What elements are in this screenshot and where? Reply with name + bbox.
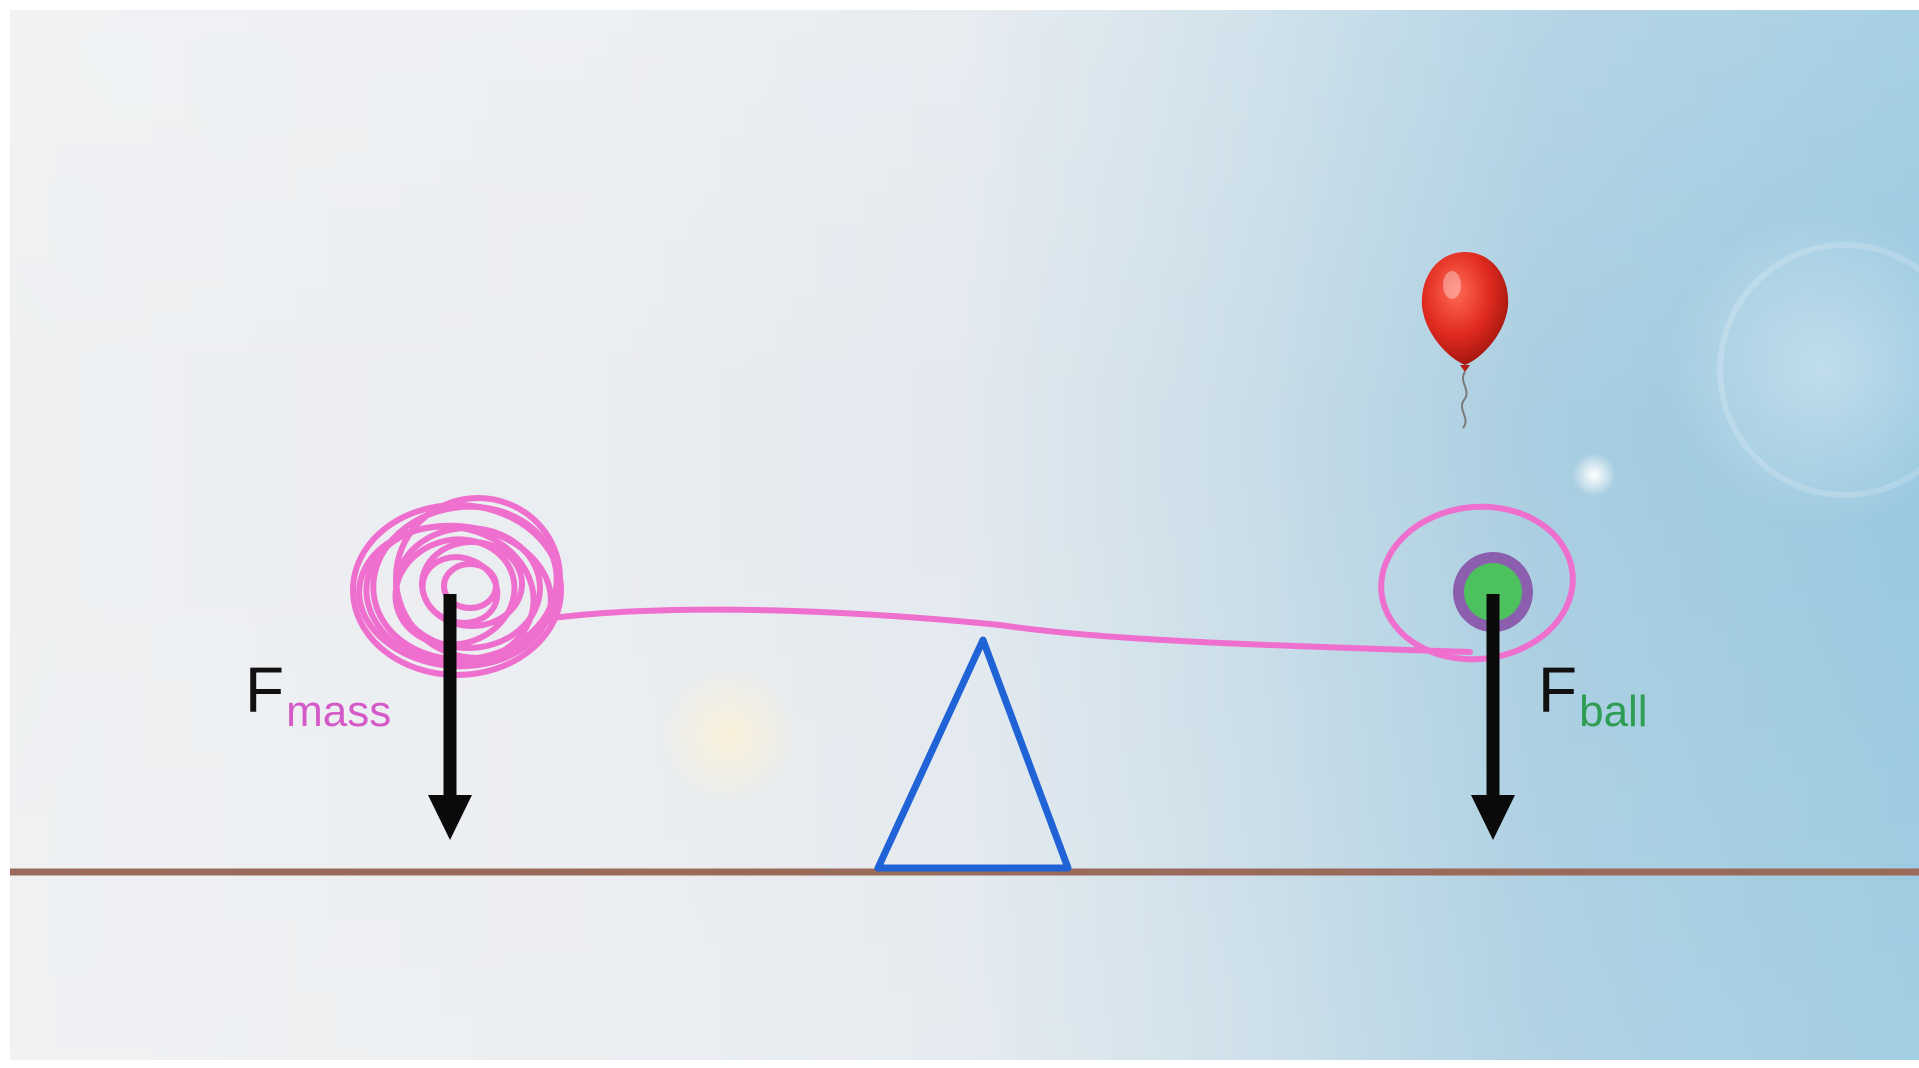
balloon-icon bbox=[1421, 252, 1509, 429]
force-label-mass: Fmass bbox=[245, 658, 391, 734]
lens-flare-large bbox=[1665, 210, 1919, 530]
lens-flare-warm bbox=[655, 660, 805, 810]
triangle-fulcrum bbox=[874, 636, 1072, 872]
sky-background bbox=[10, 10, 1919, 1060]
force-subscript-mass: mass bbox=[286, 687, 392, 736]
force-arrow-ball bbox=[1471, 594, 1515, 840]
force-symbol: F bbox=[245, 654, 285, 726]
force-symbol: F bbox=[1538, 654, 1578, 726]
force-arrow-mass bbox=[428, 594, 472, 840]
force-label-ball: Fball bbox=[1538, 658, 1648, 734]
ball-annotation-loop bbox=[1378, 503, 1576, 663]
scribble-mass bbox=[350, 495, 564, 678]
seesaw-beam bbox=[549, 606, 1473, 655]
background-highlight bbox=[10, 10, 1919, 1060]
ball-icon bbox=[1453, 552, 1533, 632]
force-subscript-ball: ball bbox=[1579, 687, 1648, 736]
sparkle bbox=[1572, 453, 1616, 497]
